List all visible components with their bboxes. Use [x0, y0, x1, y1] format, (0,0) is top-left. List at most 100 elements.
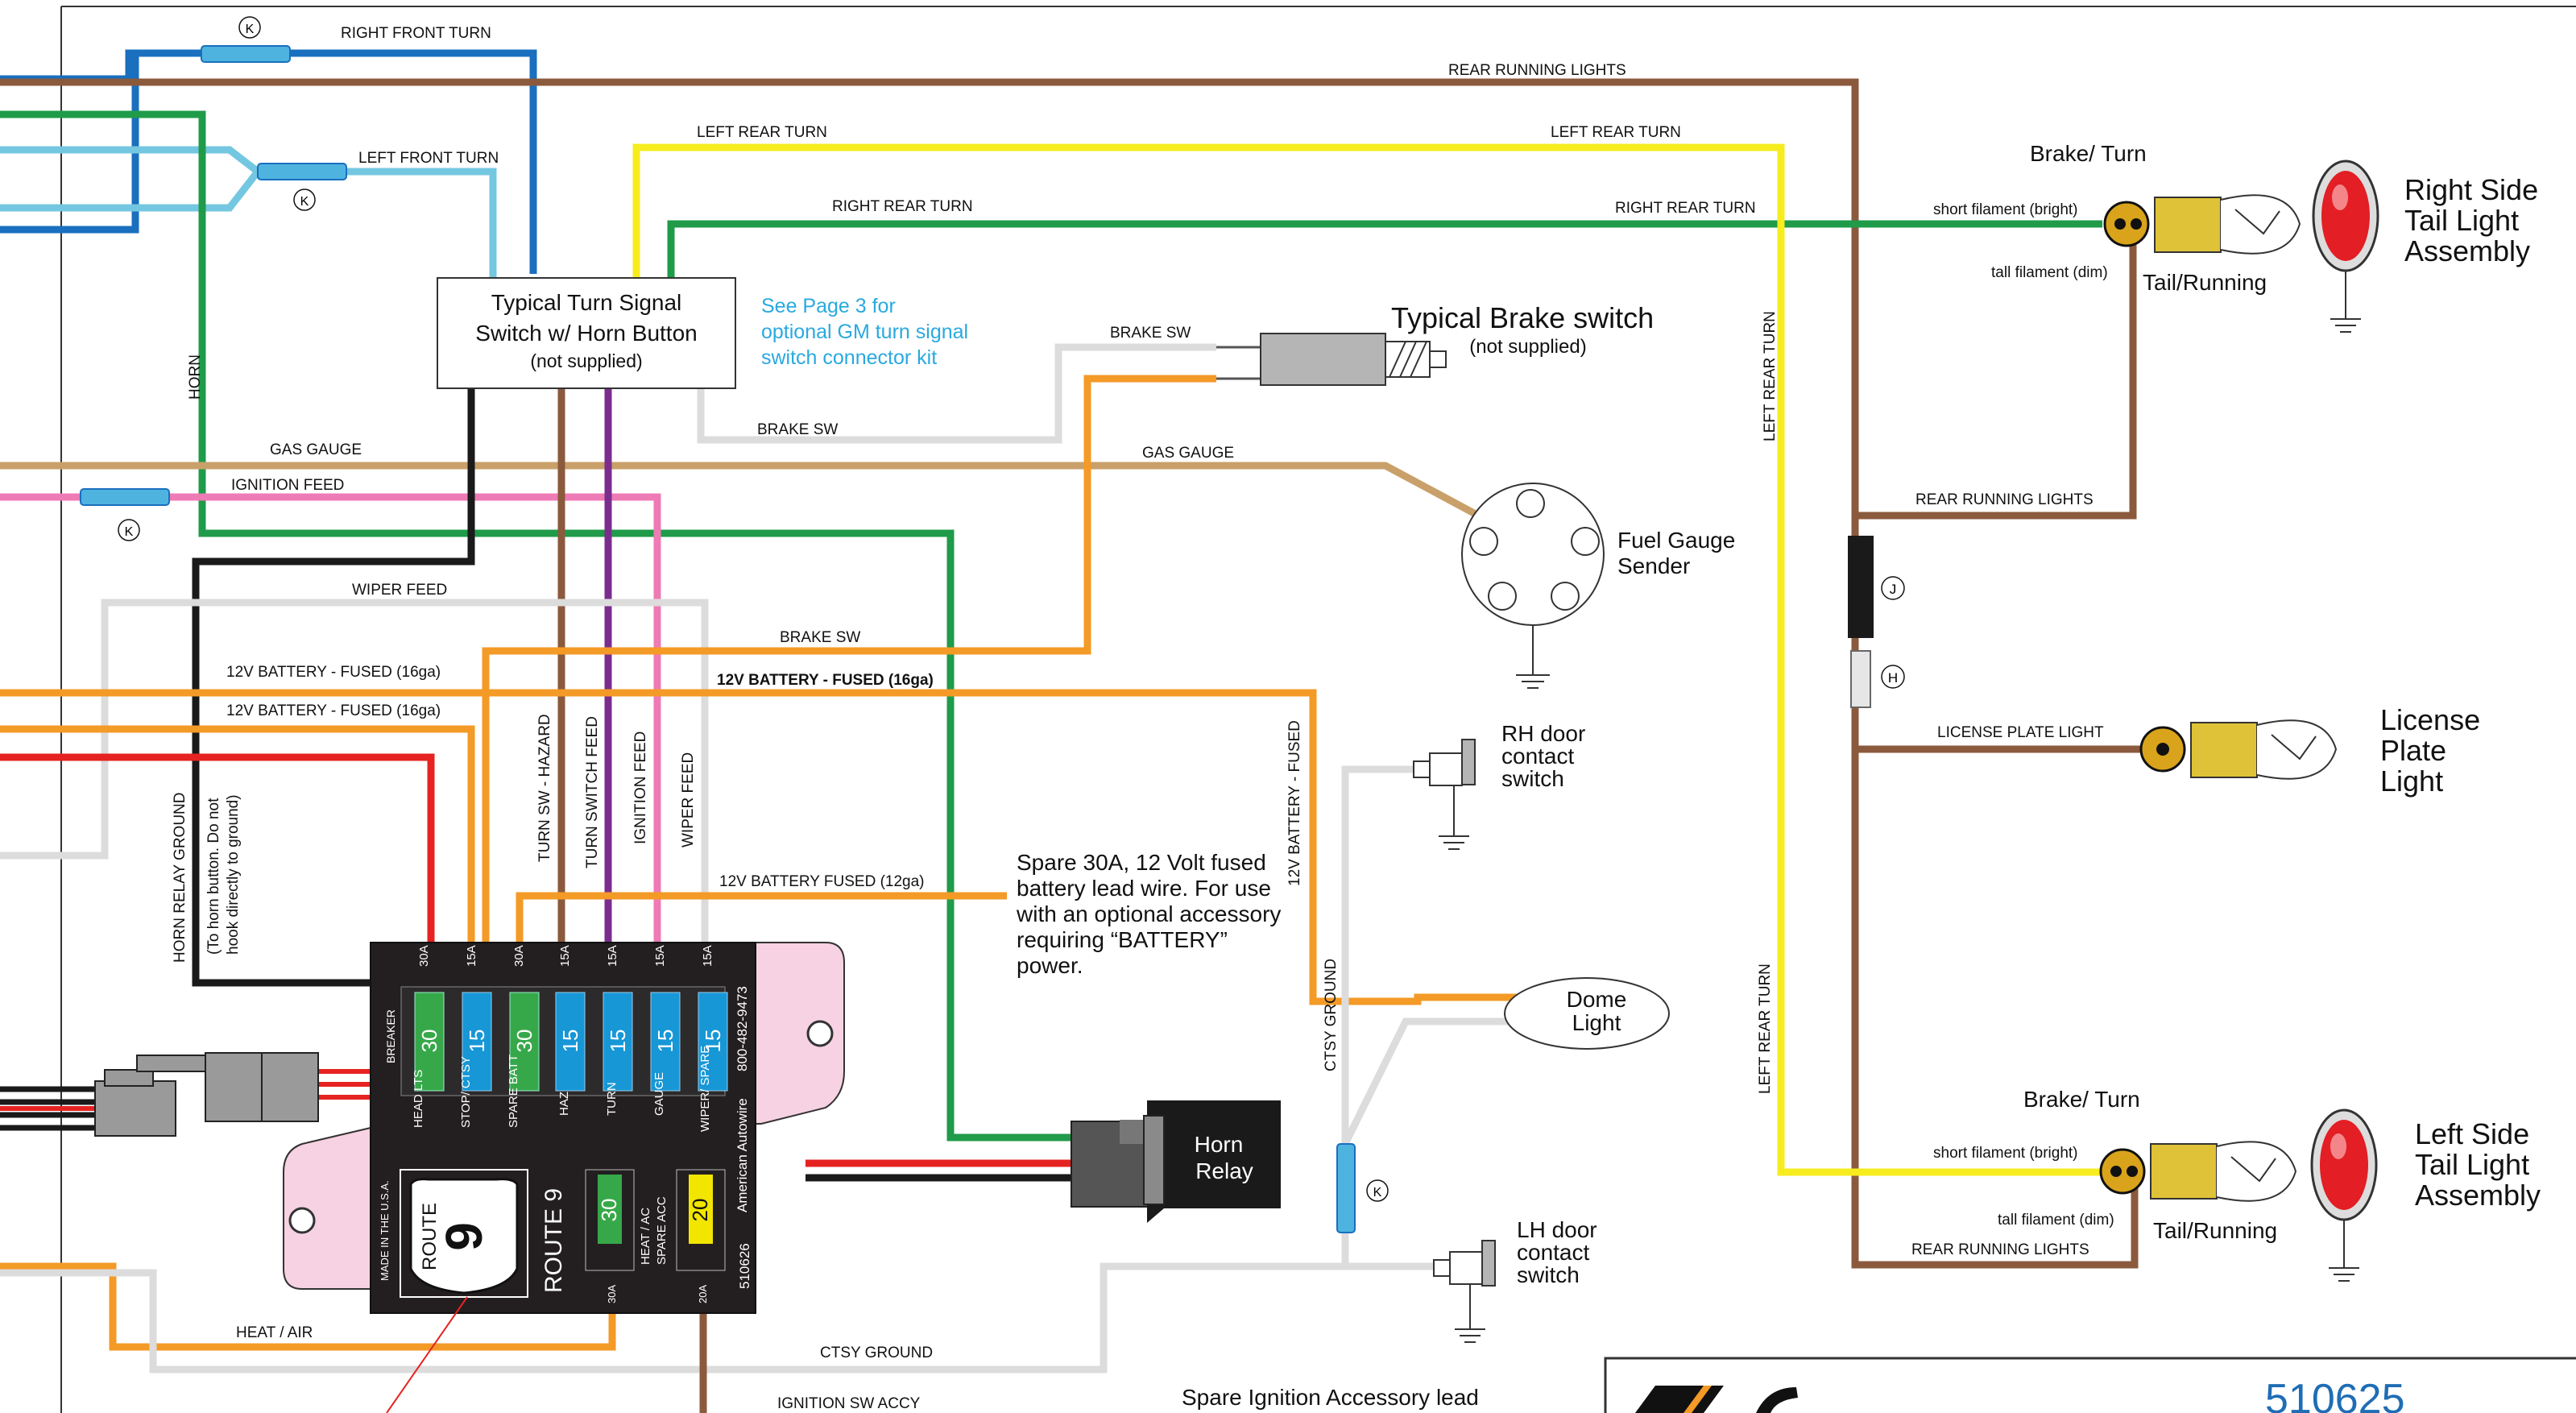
wire-12v-fused-1 [0, 689, 1518, 1005]
svg-text:30A: 30A [606, 1285, 618, 1303]
wire-12v-fused-12ga [516, 892, 1007, 943]
svg-text:K: K [300, 195, 309, 209]
svg-text:15A: 15A [558, 945, 572, 967]
wire-heat-air [0, 1262, 616, 1351]
label-left-rear-turn-b: LEFT REAR TURN [1551, 124, 1681, 141]
wire-green-horn [0, 110, 1079, 1142]
svg-text:15: 15 [606, 1030, 630, 1053]
spare-ignition-note: Spare Ignition Accessory lead [1182, 1385, 1479, 1410]
spare-30a-note: Spare 30A, 12 Volt fused battery lead wi… [1016, 850, 1281, 978]
svg-text:15A: 15A [606, 945, 619, 967]
label-horn-relay-ground: HORN RELAY GROUND [172, 793, 188, 963]
svg-text:SPARE ACC: SPARE ACC [655, 1196, 669, 1265]
label-gas-gauge-a: GAS GAUGE [270, 441, 362, 458]
svg-text:requiring “BATTERY”: requiring “BATTERY” [1017, 927, 1228, 952]
svg-text:30: 30 [417, 1030, 441, 1053]
fuse-stop-ctsy: 15 [462, 992, 492, 1092]
fuse-wiper-spare: 15 [698, 992, 728, 1092]
svg-text:ROUTE: ROUTE [419, 1203, 441, 1270]
fuse-heat-ac: 30 [597, 1175, 622, 1244]
svg-text:HAZ: HAZ [557, 1092, 571, 1116]
svg-text:800-482-9473: 800-482-9473 [735, 986, 750, 1071]
svg-text:contact: contact [1517, 1240, 1589, 1265]
wire-ctsy-ground [0, 765, 1414, 1374]
svg-text:15A: 15A [701, 945, 714, 967]
connector-k-2: K [293, 189, 316, 211]
wire-right-rear-turn [667, 220, 2102, 278]
label-license-plate-light: LICENSE PLATE LIGHT [1937, 724, 2104, 741]
svg-text:HEAT / AC: HEAT / AC [639, 1208, 652, 1265]
svg-text:(not supplied): (not supplied) [1469, 336, 1586, 358]
svg-text:30: 30 [597, 1199, 621, 1222]
svg-text:contact: contact [1501, 744, 1574, 769]
svg-text:30A: 30A [512, 945, 526, 967]
dome-light: Dome Light [1504, 977, 1670, 1050]
see-page-note: See Page 3 for optional GM turn signal s… [761, 295, 968, 369]
label-right-rear-turn-b: RIGHT REAR TURN [1615, 200, 1756, 217]
svg-text:Horn: Horn [1195, 1132, 1244, 1157]
svg-text:20A: 20A [697, 1285, 709, 1303]
svg-text:Assembly: Assembly [2415, 1179, 2541, 1212]
svg-text:Brake/ Turn: Brake/ Turn [2030, 141, 2147, 166]
svg-text:15: 15 [465, 1030, 489, 1053]
wire-harness-left [0, 1086, 105, 1131]
svg-text:Sender: Sender [1617, 553, 1690, 578]
svg-text:15A: 15A [653, 945, 667, 967]
fuel-gauge-sender: Fuel Gauge Sender [1461, 483, 1735, 689]
svg-text:short filament (bright): short filament (bright) [1933, 1145, 2078, 1162]
title-block: 510625 [1604, 1357, 2576, 1413]
wire-ctsy-ground-dome [1341, 1017, 1518, 1146]
svg-text:Right Side: Right Side [2404, 173, 2538, 206]
fuse-gauge: 15 [650, 992, 681, 1092]
label-rear-running-lights-3: REAR RUNNING LIGHTS [1911, 1241, 2089, 1258]
fuse-turn: 15 [603, 992, 633, 1092]
svg-text:STOP/ CTSY: STOP/ CTSY [459, 1056, 473, 1128]
svg-text:Light: Light [2380, 765, 2443, 798]
route-9-shield-icon: ROUTE 9 [400, 1169, 528, 1298]
label-right-rear-turn-a: RIGHT REAR TURN [832, 198, 973, 215]
svg-text:switch connector kit: switch connector kit [761, 346, 937, 369]
label-rear-running-lights-2: REAR RUNNING LIGHTS [1915, 491, 2094, 508]
label-rear-running-lights: REAR RUNNING LIGHTS [1448, 62, 1626, 79]
label-left-rear-turn-a: LEFT REAR TURN [697, 124, 827, 141]
wire-wiper-feed [0, 599, 709, 943]
turn-signal-switch: Typical Turn Signal Switch w/ Horn Butto… [437, 277, 736, 389]
label-turn-switch-feed: TURN SWITCH FEED [584, 716, 601, 868]
fuse-spare-batt: 30 [509, 992, 540, 1092]
brake-switch: Typical Brake switch (not supplied) [1216, 301, 1654, 386]
label-brake-sw-low: BRAKE SW [757, 421, 838, 438]
label-brake-sw-mid: BRAKE SW [780, 629, 860, 646]
connector-h-label: H [1881, 665, 1905, 689]
svg-text:Relay: Relay [1195, 1158, 1253, 1183]
svg-text:15: 15 [558, 1030, 582, 1053]
fuse-block: 30A 15A 30A 15A 15A 15A 15A 30 15 30 15 … [283, 942, 845, 1314]
svg-text:Brake/ Turn: Brake/ Turn [2023, 1087, 2140, 1112]
svg-text:20: 20 [688, 1199, 712, 1222]
label-batt-fused-3: 12V BATTERY - FUSED (16ga) [226, 702, 441, 719]
wire-12v-fused-2 [0, 725, 475, 943]
svg-text:switch: switch [1501, 766, 1564, 791]
left-tail-light: Brake/ Turn short filament (bright) tall… [1933, 1087, 2541, 1282]
svg-text:K: K [246, 23, 255, 36]
label-brake-sw-top: BRAKE SW [1110, 325, 1191, 342]
label-batt-fused-1: 12V BATTERY - FUSED (16ga) [226, 664, 441, 681]
svg-text:Tail/Running: Tail/Running [2153, 1218, 2277, 1243]
wire-left-front-turn [0, 146, 497, 278]
svg-text:battery lead wire. For use: battery lead wire. For use [1017, 876, 1271, 901]
label-batt-fused-2: 12V BATTERY - FUSED (16ga) [717, 672, 934, 689]
svg-text:TURN: TURN [605, 1082, 619, 1116]
label-ctsy-ground: CTSY GROUND [820, 1345, 933, 1361]
connector-h [1850, 650, 1871, 708]
label-left-front-turn: LEFT FRONT TURN [358, 150, 499, 167]
right-tail-light: Brake/ Turn short filament (bright) tall… [1933, 141, 2538, 333]
label-ignition-feed: IGNITION FEED [231, 477, 344, 494]
connector-k-3: K [118, 519, 140, 541]
label-ignition-feed-vert: IGNITION FEED [632, 731, 649, 844]
harness-plug [94, 1052, 319, 1137]
connector-j [1848, 536, 1874, 638]
svg-text:Spare 30A, 12 Volt fused: Spare 30A, 12 Volt fused [1017, 850, 1266, 875]
label-ignition-sw-accy: IGNITION SW ACCY [777, 1395, 921, 1412]
svg-text:510626: 510626 [737, 1243, 752, 1289]
label-left-rear-turn-vert-b: LEFT REAR TURN [1757, 963, 1774, 1094]
svg-text:Tail Light: Tail Light [2404, 204, 2519, 237]
